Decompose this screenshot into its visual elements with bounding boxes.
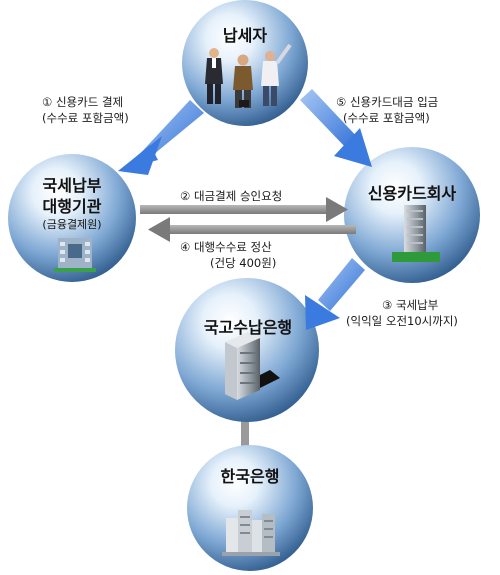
- arrow-step1: [118, 100, 204, 175]
- step4-label: ④ 대행수수료 정산: [180, 240, 272, 254]
- bank-of-korea-title: 한국은행: [220, 467, 280, 486]
- agency-title-line2: 대행기관: [42, 197, 102, 216]
- step5-sublabel: (수수료 포함금액): [343, 111, 430, 125]
- agency-sphere: [8, 154, 136, 282]
- step1-sublabel: (수수료 포함금액): [42, 111, 129, 125]
- card-company-title: 신용카드회사: [367, 184, 457, 203]
- people-icon: [205, 43, 292, 108]
- step3-sublabel: (익익일 오전10시까지): [346, 314, 458, 328]
- arrow-step5: [300, 89, 372, 167]
- card-company-building-icon: [392, 205, 440, 262]
- step4-sublabel: (건당 400원): [210, 256, 277, 270]
- arrow-step4: [148, 217, 356, 242]
- step3-label: ③ 국세납부: [382, 298, 439, 312]
- arrow-step2: [140, 197, 348, 222]
- step5-label: ⑤ 신용카드대금 입금: [336, 95, 439, 109]
- treasury-bank-building-icon: [225, 332, 280, 400]
- step2-label: ② 대금결제 승인요청: [180, 189, 283, 203]
- taxpayer-title: 납세자: [222, 26, 268, 45]
- bank-of-korea-buildings-icon: [222, 510, 280, 556]
- agency-title-line1: 국세납부: [42, 176, 102, 195]
- bank-of-korea-sphere: [187, 445, 313, 571]
- arrow-step3: [305, 258, 365, 330]
- agency-subtitle: (금융결제원): [42, 218, 102, 231]
- agency-building-icon: [54, 238, 96, 272]
- treasury-bank-title: 국고수납은행: [203, 318, 293, 337]
- step1-label: ① 신용카드 결제: [42, 95, 124, 109]
